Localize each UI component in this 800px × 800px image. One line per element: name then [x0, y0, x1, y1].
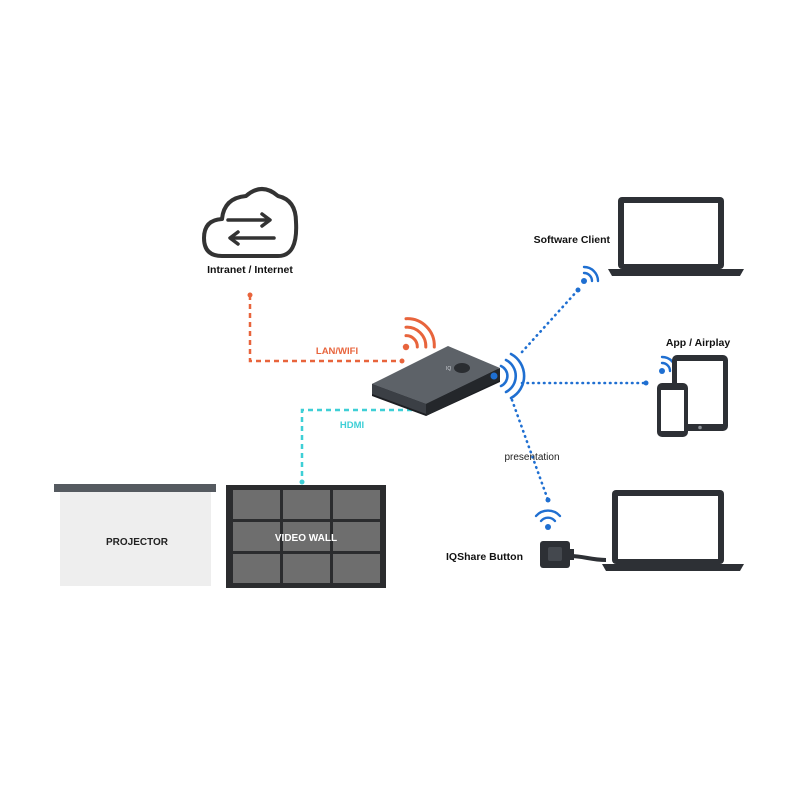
- wifi-icon: [490, 352, 526, 400]
- app-airplay-label: App / Airplay: [666, 337, 731, 349]
- phone-icon: [657, 383, 688, 437]
- projector-screen: [54, 484, 216, 586]
- projector-label: PROJECTOR: [106, 537, 169, 548]
- laptop-icon: [602, 490, 744, 571]
- software-client-label: Software Client: [534, 234, 611, 246]
- link-endpoints: [545, 287, 649, 503]
- video-wall-label: VIDEO WALL: [275, 533, 337, 544]
- lan-label: LAN/WIFI: [316, 346, 358, 357]
- iqshare-button-label: IQShare Button: [446, 551, 523, 563]
- cloud-sync-icon: [202, 187, 299, 258]
- svg-text:IQ: IQ: [446, 366, 451, 372]
- laptop-icon: [608, 197, 744, 276]
- lan-connection-line: [247, 292, 405, 364]
- presentation-label: presentation: [504, 452, 559, 463]
- video-wall: [226, 485, 386, 588]
- usb-dongle-icon: [540, 541, 607, 568]
- cloud-label: Intranet / Internet: [207, 264, 293, 276]
- wireless-links: [510, 288, 648, 502]
- wireless-receiver-box: IQ: [372, 346, 500, 416]
- hdmi-connection-line: [299, 408, 412, 485]
- wifi-icon: [402, 317, 436, 351]
- wifi-icon: [581, 265, 600, 284]
- hdmi-label: HDMI: [340, 420, 364, 431]
- wifi-icon: [534, 509, 562, 530]
